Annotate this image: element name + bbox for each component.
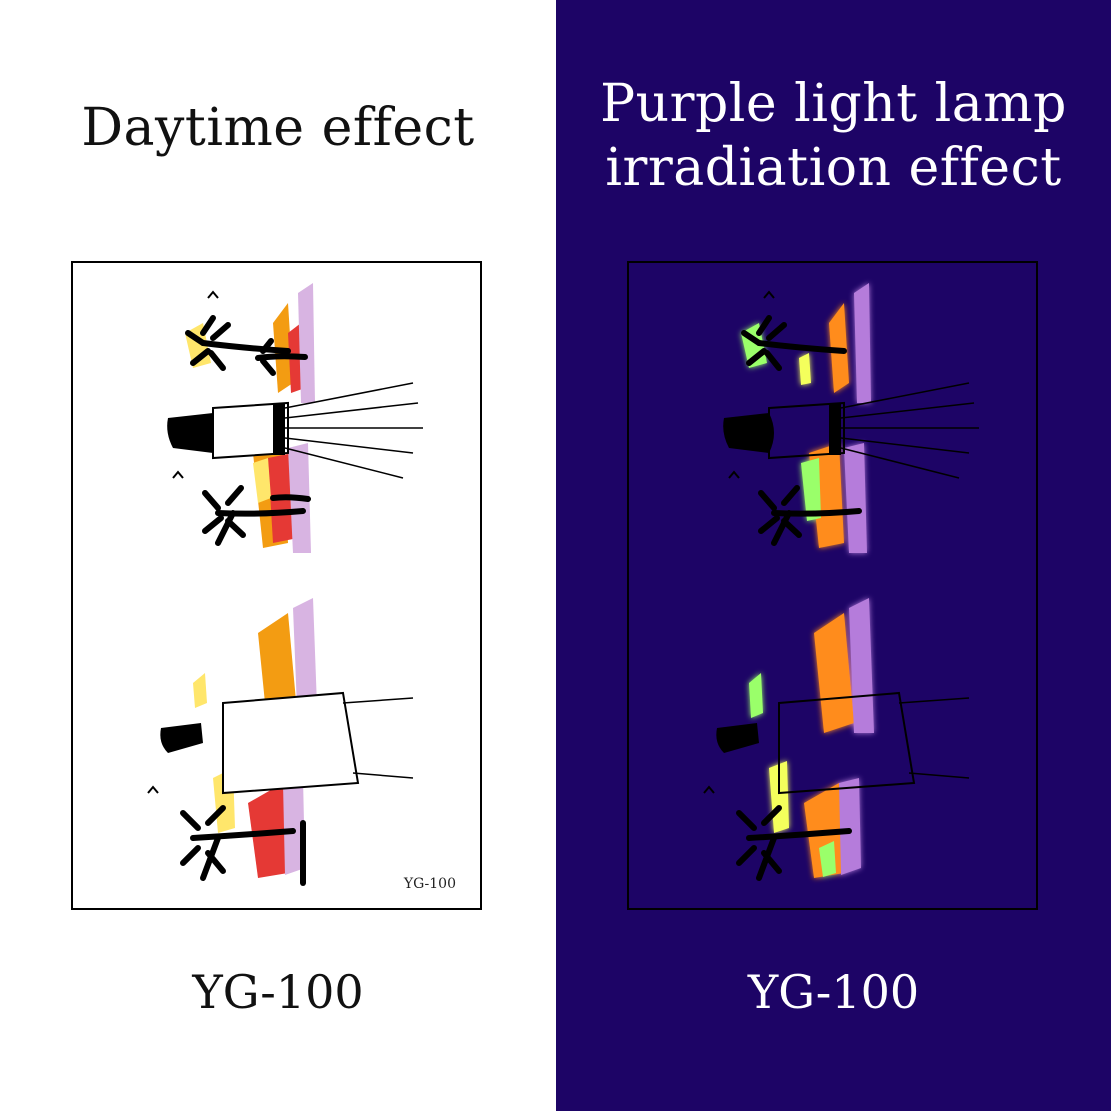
daytime-heading: Daytime effect — [81, 98, 475, 158]
card-product-code: YG-100 — [403, 876, 456, 892]
uv-stroke — [839, 778, 861, 875]
man-figure — [160, 691, 414, 795]
palm-tree — [736, 315, 862, 881]
uv-heading: Purple light lamp irradiation effect — [600, 74, 1067, 198]
sunset-stroke — [193, 673, 207, 708]
bird-icon — [703, 290, 775, 794]
uv-tattoo-card — [627, 261, 1038, 910]
daytime-tattoo-card: YG-100 — [71, 261, 482, 910]
woman-figure — [167, 382, 423, 479]
uv-product-code: YG-100 — [747, 965, 920, 1019]
uv-stroke — [801, 458, 821, 521]
uv-stroke — [749, 673, 763, 718]
man-figure — [716, 691, 970, 795]
woman-figure — [723, 382, 979, 479]
daytime-panel: Daytime effect — [71, 98, 482, 1019]
palm-tree — [180, 805, 306, 886]
daytime-product-code: YG-100 — [192, 965, 364, 1019]
palm-tree — [185, 315, 308, 376]
uv-panel: Purple light lamp irradiation effect — [556, 0, 1111, 1111]
couple-illustration-daytime — [147, 283, 423, 886]
uv-stroke — [849, 598, 874, 733]
sunset-stroke — [298, 283, 315, 403]
uv-stroke — [854, 283, 871, 403]
uv-stroke — [799, 353, 811, 385]
uv-stroke — [814, 613, 854, 733]
couple-illustration-uv — [703, 283, 979, 881]
palm-tree — [202, 485, 311, 546]
sunset-stroke — [283, 778, 305, 875]
uv-stroke — [819, 841, 836, 877]
sunset-stroke — [253, 458, 271, 503]
bird-icon — [147, 290, 219, 794]
uv-stroke — [844, 443, 867, 553]
